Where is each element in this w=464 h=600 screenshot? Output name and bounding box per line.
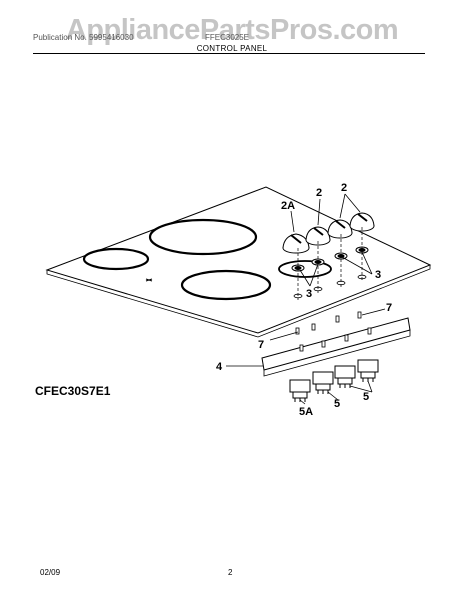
callout-2-left: 2 — [316, 187, 322, 199]
center-marker — [145, 278, 153, 282]
section-title: CONTROL PANEL — [196, 44, 268, 53]
callout-7-left: 7 — [258, 339, 264, 351]
callout-5-right: 5 — [363, 391, 369, 403]
screws — [295, 311, 372, 352]
element-front-left — [82, 247, 150, 271]
knob-2-fourth — [349, 212, 375, 232]
element-rear-right — [278, 260, 332, 278]
callout-7-right: 7 — [386, 302, 392, 314]
glass-holes — [293, 274, 367, 299]
model-header: FFEC3025E — [205, 33, 250, 42]
knob-2-second — [305, 226, 331, 246]
control-bracket — [261, 317, 411, 371]
infinite-switches — [289, 359, 379, 402]
cooktop-glass — [45, 186, 432, 334]
shaft-lines — [297, 227, 363, 300]
callout-4: 4 — [216, 361, 223, 373]
publication-number: Publication No. 5995416030 — [33, 33, 134, 42]
callout-2a: 2A — [281, 200, 295, 212]
callout-2-right: 2 — [341, 182, 347, 194]
element-rear-left — [148, 218, 258, 256]
watermark: AppliancePartsPros.com — [65, 14, 399, 46]
page-number: 2 — [228, 568, 233, 577]
cooktop-glass-edge — [46, 265, 431, 338]
leader-lines — [226, 193, 386, 405]
callout-3-center: 3 — [306, 288, 312, 300]
callout-5-center: 5 — [334, 398, 340, 410]
element-front-right — [180, 269, 272, 301]
model-number: CFEC30S7E1 — [35, 384, 111, 398]
callout-3-right: 3 — [375, 269, 381, 281]
footer-date: 02/09 — [40, 568, 61, 577]
header-rule — [33, 53, 425, 54]
callout-5a: 5A — [299, 406, 313, 418]
knob-2-third — [327, 219, 353, 239]
